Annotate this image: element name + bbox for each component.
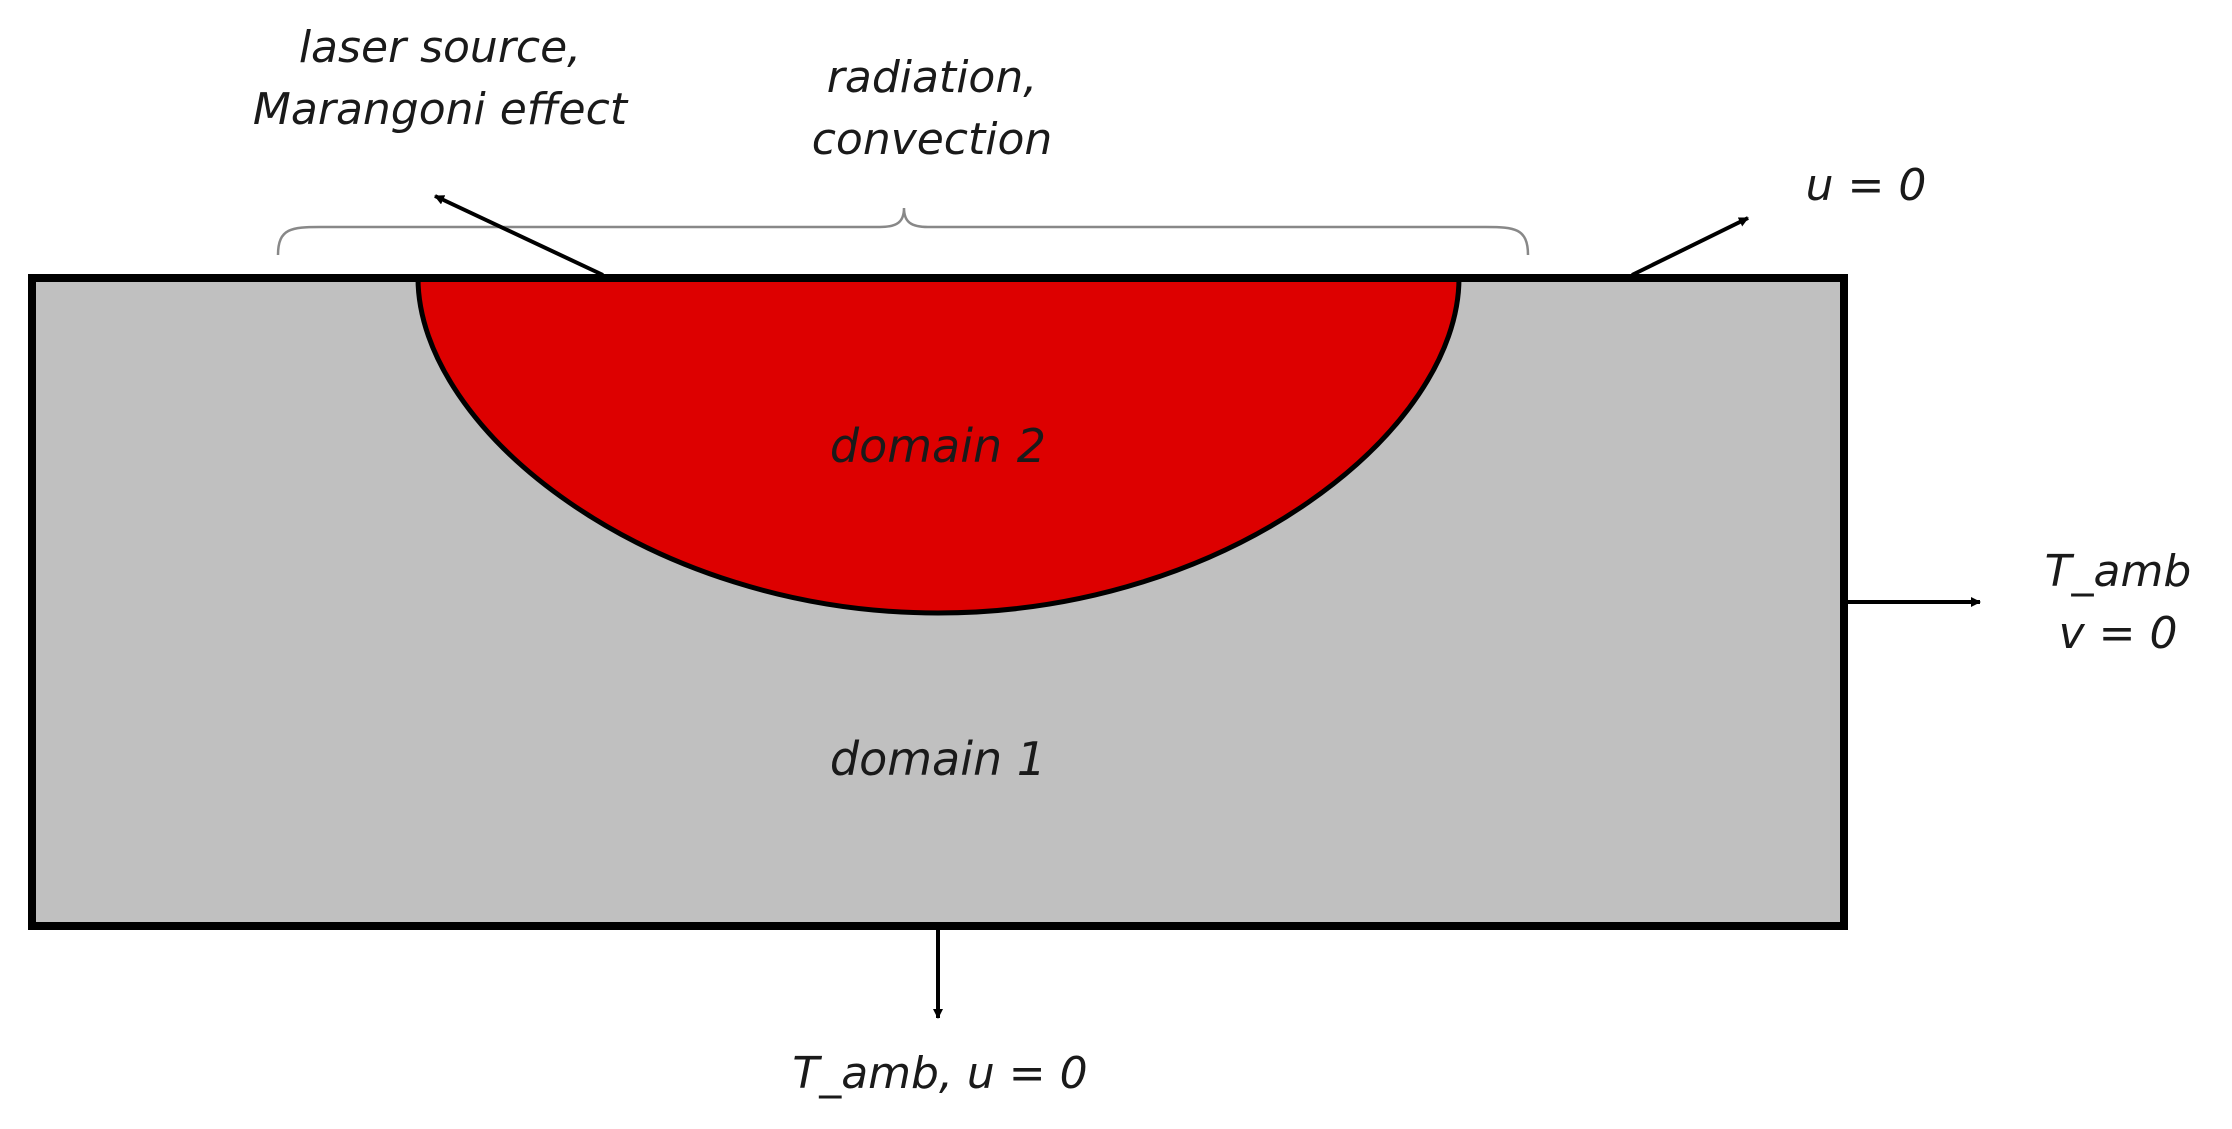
domain-2-melt-pool [415, 275, 1462, 616]
laser-marangoni-arrow [434, 194, 604, 277]
laser-source-label: laser source, [299, 22, 581, 73]
convection-label: convection [812, 114, 1053, 165]
right-velocity-label: v = 0 [2059, 608, 2178, 659]
top-right-condition-label: u = 0 [1806, 160, 1927, 211]
domain-1-label: domain 1 [830, 732, 1046, 786]
right-ambient-temp-label: T_amb [2045, 546, 2192, 597]
bottom-condition-label: T_amb, u = 0 [792, 1048, 1087, 1099]
radiation-label: radiation, [827, 52, 1037, 103]
domain-2-label: domain 2 [830, 419, 1046, 473]
top-boundary-brace [276, 207, 1530, 256]
top-right-arrow [1631, 216, 1749, 277]
marangoni-effect-label: Marangoni effect [253, 84, 629, 135]
